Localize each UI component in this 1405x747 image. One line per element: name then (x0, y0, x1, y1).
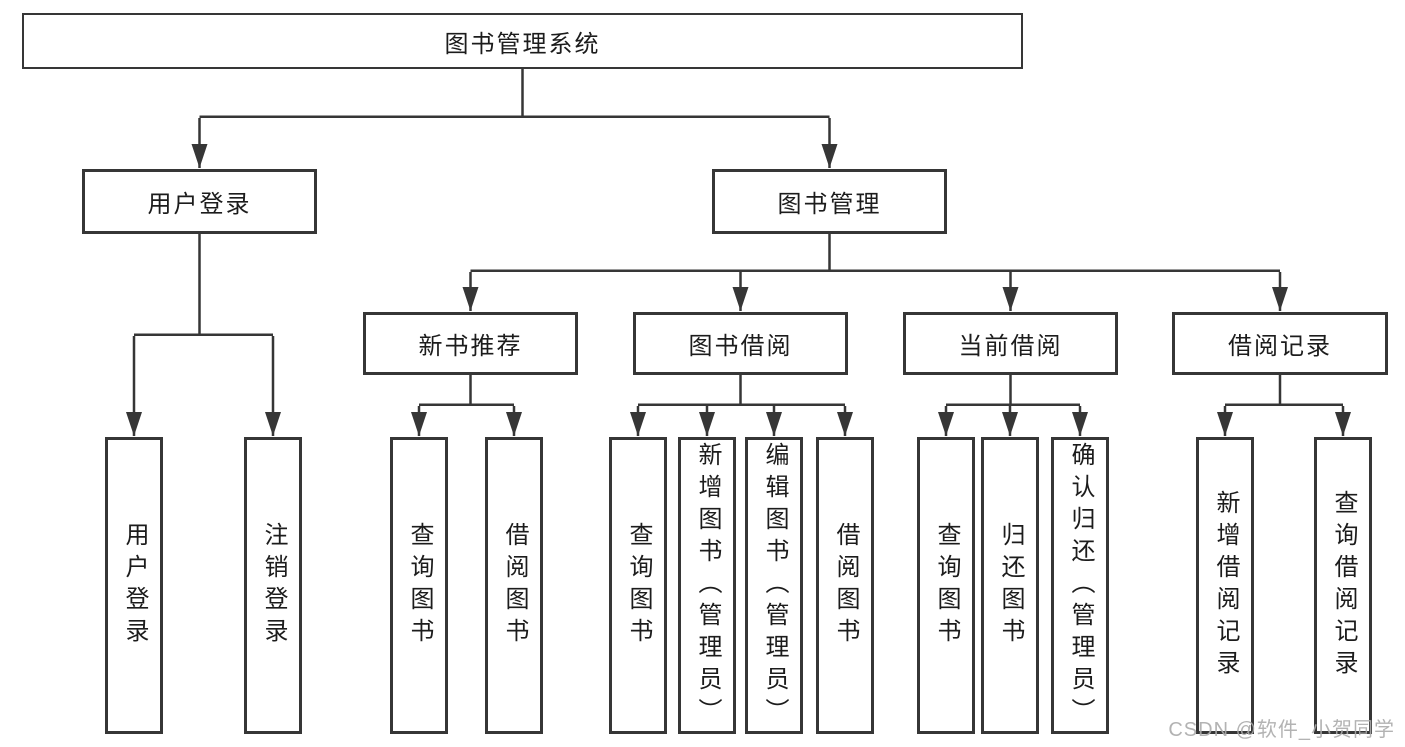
connector-current-borrow (938, 375, 1088, 436)
node-current-borrow: 当前借阅 (903, 312, 1118, 375)
leaf-user-login: 用户登录 (105, 437, 163, 734)
leaf-borrow-books-1: 借阅图书 (485, 437, 543, 734)
connector-new-book (411, 375, 522, 436)
leaf-query-borrow-record: 查询借阅记录 (1314, 437, 1372, 734)
leaf-logout: 注销登录 (244, 437, 302, 734)
leaf-return-book: 归还图书 (981, 437, 1039, 734)
leaf-add-borrow-record: 新增借阅记录 (1196, 437, 1254, 734)
leaf-label: 借阅图书 (832, 521, 859, 650)
connector-user-login (126, 234, 281, 436)
leaf-label: 编辑图书（管理员） (761, 441, 788, 730)
connector-book-borrow (630, 375, 853, 436)
connector-book-management (462, 234, 1288, 311)
node-book-management: 图书管理 (712, 169, 947, 234)
leaf-query-books-2: 查询图书 (609, 437, 667, 734)
watermark: CSDN @软件_小贺同学 (1168, 719, 1395, 741)
leaf-query-books-3: 查询图书 (917, 437, 975, 734)
node-new-book-recommend: 新书推荐 (363, 312, 578, 375)
leaf-label: 用户登录 (121, 521, 148, 650)
leaf-label: 确认归还（管理员） (1067, 441, 1094, 730)
leaf-add-book-admin: 新增图书（管理员） (678, 437, 736, 734)
node-library-management-system: 图书管理系统 (22, 13, 1023, 69)
leaf-label: 新增图书（管理员） (694, 441, 721, 730)
connector-root (191, 69, 838, 168)
leaf-label: 查询借阅记录 (1330, 489, 1357, 682)
leaf-query-books-1: 查询图书 (390, 437, 448, 734)
leaf-label: 查询图书 (406, 521, 433, 650)
leaf-label: 注销登录 (260, 521, 287, 650)
leaf-label: 查询图书 (933, 521, 960, 650)
node-borrow-record: 借阅记录 (1172, 312, 1388, 375)
leaf-label: 查询图书 (625, 521, 652, 650)
connector-borrow-record (1217, 375, 1351, 436)
leaf-label: 归还图书 (997, 521, 1024, 650)
node-user-login: 用户登录 (82, 169, 317, 234)
leaf-label: 借阅图书 (501, 521, 528, 650)
leaf-confirm-return-admin: 确认归还（管理员） (1051, 437, 1109, 734)
leaf-edit-book-admin: 编辑图书（管理员） (745, 437, 803, 734)
leaf-label: 新增借阅记录 (1212, 489, 1239, 682)
node-book-borrow: 图书借阅 (633, 312, 848, 375)
leaf-borrow-books-2: 借阅图书 (816, 437, 874, 734)
